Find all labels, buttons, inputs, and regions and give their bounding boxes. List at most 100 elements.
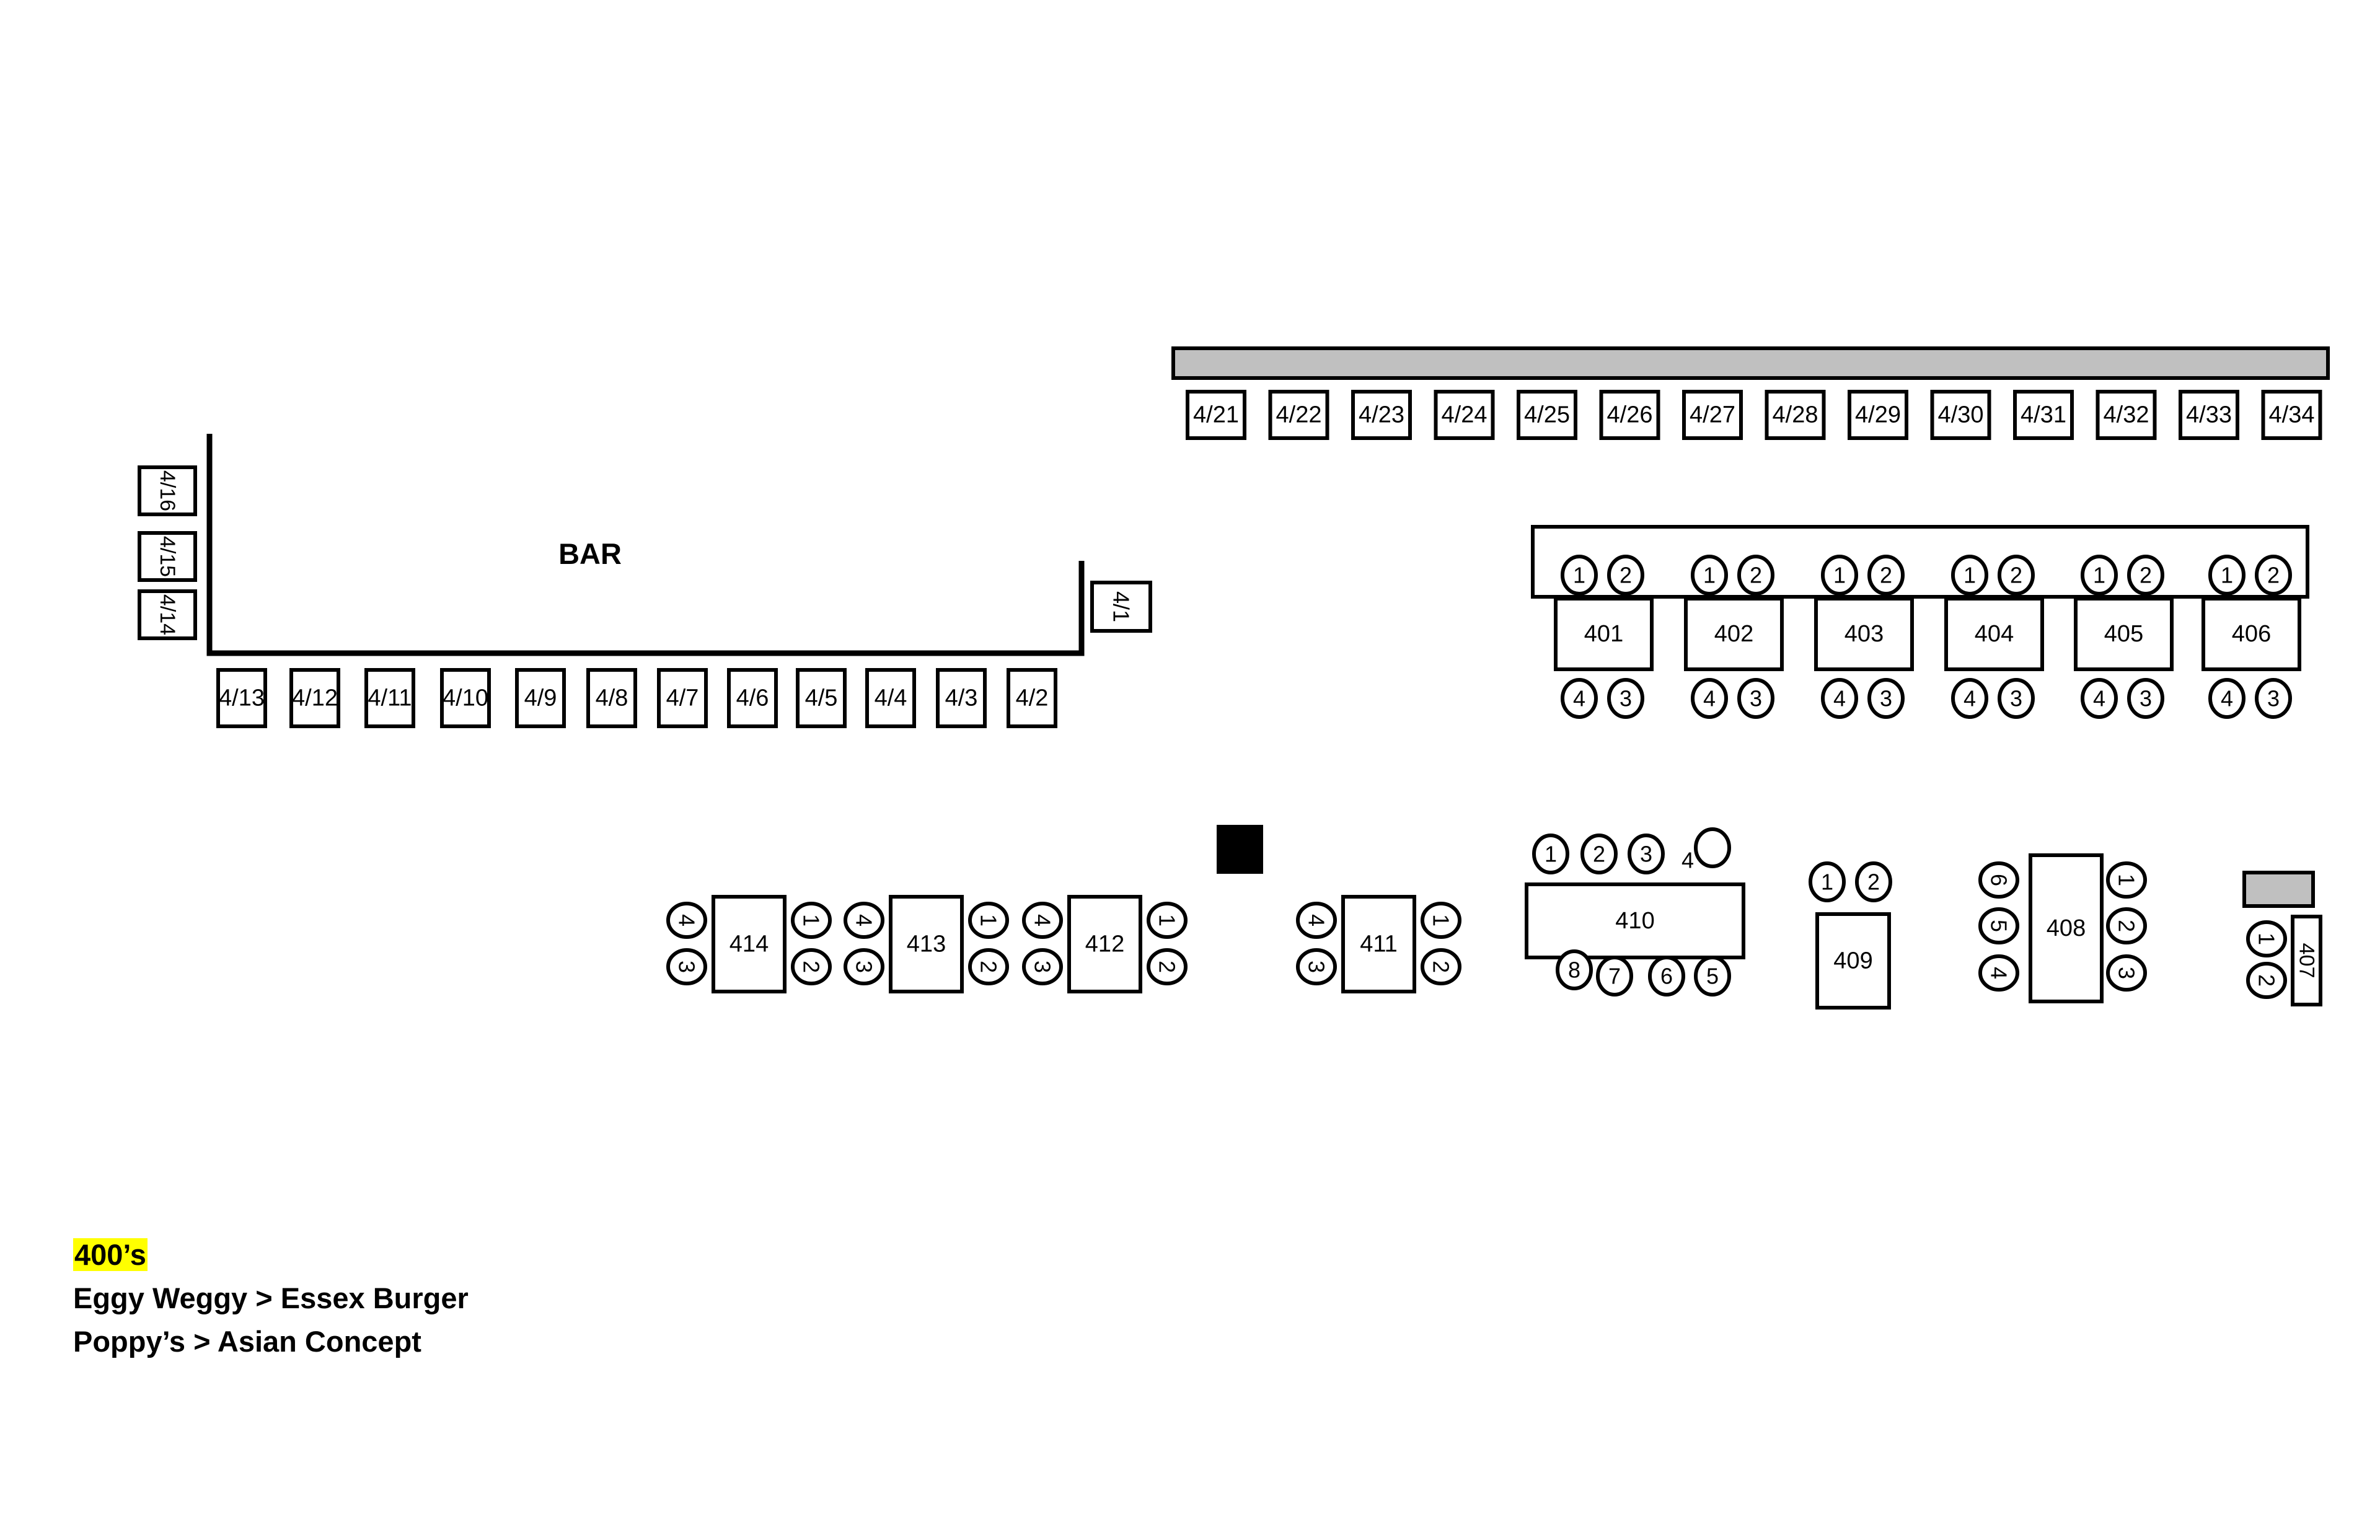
counter-seat-4-32-label: 4/32 (2104, 402, 2149, 428)
table-405-seat-4: 4 (2081, 678, 2118, 719)
table-404-seat-2: 2 (1998, 555, 2035, 596)
table-404-seat-4-shape (1951, 678, 1988, 719)
table-401-seat-3: 3 (1607, 678, 1644, 719)
table-414-box (712, 895, 787, 993)
table-414-seat-2-label: 2 (799, 961, 824, 973)
table-414-seat-3-shape (666, 948, 707, 985)
table-403-seat-3: 3 (1867, 678, 1905, 719)
table-406-seat-1-shape (2208, 555, 2246, 596)
counter-seat-4-30-label: 4/30 (1938, 402, 1984, 428)
bar-stool-4-1-label: 4/1 (1109, 591, 1134, 622)
table-411: 411 (1341, 895, 1416, 993)
bar-stool-4-2-label: 4/2 (1016, 685, 1049, 711)
table-411-seat-3-shape (1296, 948, 1337, 985)
table-403-seat-2-shape (1867, 555, 1905, 596)
counter-seat-4-23-label: 4/23 (1359, 402, 1404, 428)
table-401-seat-1-label: 1 (1573, 563, 1585, 588)
post-block (1217, 825, 1263, 874)
legend: 400’s Eggy Weggy > Essex Burger Poppy’s … (73, 1233, 469, 1363)
counter-seat-4-27-label: 4/27 (1690, 402, 1735, 428)
table-408-seat-1-shape (2106, 861, 2147, 899)
table-410-seat-1: 1 (1532, 834, 1569, 874)
table-413-seat-3-shape (844, 948, 884, 985)
table-401-seat-4: 4 (1561, 678, 1598, 719)
table-410: 410 (1525, 882, 1745, 959)
table-404-seat-1-label: 1 (1963, 563, 1976, 588)
table-406-seat-1-label: 1 (2221, 563, 2233, 588)
table-410-seat-5-label: 5 (1706, 964, 1719, 989)
table-402-seat-2: 2 (1737, 555, 1774, 596)
table-414-seat-1-shape (791, 902, 832, 939)
counter-seat-4-31-label: 4/31 (2021, 402, 2066, 428)
table-410-seat-7-label: 7 (1608, 964, 1621, 989)
bar-stool-4-2-box (1007, 668, 1057, 728)
table-411-label: 411 (1360, 931, 1398, 957)
table-403-box (1814, 597, 1914, 671)
table-408-seat-4: 4 (1978, 954, 2019, 992)
counter-seat-4-23: 4/23 (1351, 390, 1412, 440)
table-410-seat-5: 5 (1694, 956, 1731, 997)
table-413-box (889, 895, 964, 993)
table-409-seat-2-label: 2 (1867, 869, 1880, 895)
bar-stool-4-3-label: 4/3 (945, 685, 978, 711)
table-405-label: 405 (2104, 621, 2143, 647)
table-403-seat-4-label: 4 (1833, 686, 1846, 711)
table-405-seat-4-shape (2081, 678, 2118, 719)
table-412-seat-3: 3 (1022, 948, 1063, 985)
table-407-seat-1: 1 (2246, 920, 2287, 957)
table-412-seat-3-shape (1022, 948, 1063, 985)
table-401-seat-2-label: 2 (1620, 563, 1632, 588)
table-409: 409 (1815, 912, 1891, 1010)
table-405-seat-1-shape (2081, 555, 2118, 596)
table-403-seat-2-label: 2 (1880, 563, 1892, 588)
table-402-seat-2-label: 2 (1750, 563, 1762, 588)
table-404-seat-2-label: 2 (2010, 563, 2022, 588)
bar-stool-4-4-box (865, 668, 916, 728)
table-414-seat-4-shape (666, 902, 707, 939)
table-404-seat-1: 1 (1951, 555, 1988, 596)
table-405-seat-2-shape (2127, 555, 2164, 596)
table-413-seat-1-label: 1 (976, 914, 1002, 926)
table-410-seat-4 (1694, 827, 1731, 868)
table-413-seat-3: 3 (844, 948, 884, 985)
table-404-seat-2-shape (1998, 555, 2035, 596)
table-411-seat-2-label: 2 (1429, 961, 1454, 973)
bar-stool-4-8: 4/8 (586, 668, 637, 728)
table-410-seat-6: 6 (1648, 956, 1685, 997)
counter-seat-4-27: 4/27 (1682, 390, 1743, 440)
table-414-seat-3-label: 3 (674, 961, 700, 973)
bar-stool-4-13-box (216, 668, 267, 728)
table-402-box (1684, 597, 1784, 671)
table-408-seat-6-label: 6 (1986, 874, 2012, 886)
table-411-seat-1: 1 (1421, 902, 1461, 939)
bar-stool-4-9-box (515, 668, 566, 728)
table-401-seat-4-label: 4 (1573, 686, 1585, 711)
bar-stool-4-7-label: 4/7 (666, 685, 699, 711)
table-407-box (2291, 915, 2322, 1006)
table-408-seat-2: 2 (2106, 907, 2147, 944)
table-406-label: 406 (2232, 621, 2271, 647)
table-401-seat-4-shape (1561, 678, 1598, 719)
bar-stool-4-14: 4/14 (138, 589, 197, 640)
counter-seat-4-22: 4/22 (1268, 390, 1329, 440)
counter-seat-4-33-label: 4/33 (2186, 402, 2232, 428)
counter-seat-4-21-box (1186, 390, 1246, 440)
bar-stool-4-1: 4/1 (1090, 581, 1152, 633)
table-408-seat-1: 1 (2106, 861, 2147, 899)
table-408-seat-6-shape (1978, 861, 2019, 899)
table-405-seat-1-label: 1 (2093, 563, 2105, 588)
table-414-label: 414 (729, 931, 769, 957)
table-410-seat-8-label: 8 (1568, 957, 1580, 983)
table-401-seat-3-shape (1607, 678, 1644, 719)
table-403-seat-1-label: 1 (1833, 563, 1846, 588)
counter-seat-4-30: 4/30 (1930, 390, 1991, 440)
bar-stool-4-1-box (1090, 581, 1152, 633)
table-402-seat-3-shape (1737, 678, 1774, 719)
table-414-seat-2: 2 (791, 948, 832, 985)
table-405-seat-2: 2 (2127, 555, 2164, 596)
table-402-seat-3-label: 3 (1750, 686, 1762, 711)
table-410-seat-4-label: 4 (1681, 848, 1694, 873)
table-414-seat-1-label: 1 (799, 914, 824, 926)
bar-stool-4-4: 4/4 (865, 668, 916, 728)
